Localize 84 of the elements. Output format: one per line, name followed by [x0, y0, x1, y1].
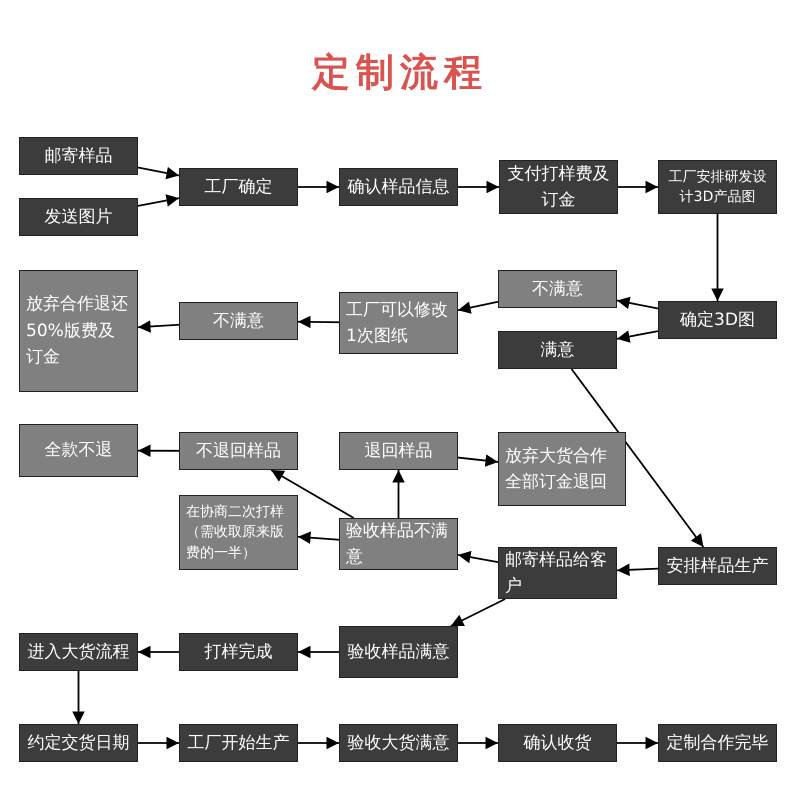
- box-label: 发送图片: [44, 206, 112, 229]
- arrow: [617, 736, 658, 750]
- process-box: [19, 424, 138, 477]
- arrow: [298, 180, 339, 194]
- box-label: 支付打样费及订金: [506, 162, 610, 212]
- process-box: [179, 724, 298, 762]
- process-box: [19, 198, 138, 236]
- arrow: [298, 646, 339, 658]
- box-label: 邮寄样品: [44, 144, 112, 168]
- box-label: 确认收货: [524, 732, 592, 755]
- box-label: 确定3D图: [680, 308, 755, 332]
- arrow: [458, 454, 498, 467]
- box-label: 放弃大货合作全部订金退回: [505, 444, 608, 494]
- arrow: [298, 316, 339, 328]
- process-box: [498, 547, 617, 599]
- arrow: [570, 368, 704, 548]
- arrow: [616, 296, 658, 310]
- process-box: [658, 547, 777, 585]
- process-box: [19, 137, 138, 175]
- process-box: [499, 160, 618, 214]
- box-label: 放弃合作退还50%版费及订金: [26, 293, 129, 370]
- arrow: [138, 444, 179, 458]
- process-box: [19, 633, 138, 671]
- process-box: [339, 626, 458, 678]
- arrow: [616, 564, 658, 576]
- process-box: [339, 518, 458, 570]
- arrow: [392, 470, 405, 518]
- arrow: [458, 550, 498, 564]
- arrow: [450, 598, 506, 627]
- process-box: [339, 292, 458, 354]
- process-box: [658, 301, 777, 339]
- arrow: [298, 531, 340, 544]
- process-box: [498, 432, 626, 506]
- box-label: 邮寄样品给客户: [505, 548, 608, 598]
- process-box: [179, 633, 298, 671]
- arrow: [618, 180, 658, 194]
- box-label: 不满意: [532, 278, 583, 301]
- arrow: [138, 320, 180, 333]
- arrow: [138, 194, 180, 207]
- box-label: 工厂安排研发设计3D产品图: [668, 168, 768, 207]
- process-box: [19, 270, 138, 392]
- process-box: [179, 432, 298, 470]
- box-label: 验收大货满意: [348, 732, 450, 755]
- process-box: [339, 168, 458, 206]
- box-label: 工厂确定: [204, 176, 272, 199]
- box-label: 满意: [540, 338, 574, 362]
- arrow: [458, 736, 498, 750]
- process-box: [19, 724, 138, 762]
- process-box: [658, 160, 777, 214]
- process-box: [179, 495, 298, 570]
- arrow: [270, 469, 354, 519]
- box-label: 全款不退: [44, 439, 112, 462]
- process-box: [339, 724, 458, 762]
- box-label: 进入大货流程: [28, 640, 130, 664]
- arrow: [298, 736, 339, 750]
- arrow: [138, 166, 180, 180]
- arrow: [458, 300, 498, 314]
- box-label: 约定交货日期: [28, 732, 130, 755]
- arrow: [711, 214, 724, 301]
- box-label: 打样完成: [204, 640, 272, 664]
- box-label: 退回样品: [364, 440, 432, 463]
- arrow: [72, 671, 85, 724]
- box-label: 不退回样品: [196, 440, 281, 463]
- title: 定制流程: [310, 49, 489, 96]
- box-label: 定制合作完毕: [666, 732, 768, 755]
- process-box: [498, 724, 617, 762]
- arrow: [138, 646, 179, 658]
- box-label: 不满意: [213, 310, 264, 333]
- box-label: 工厂可以修改1次图纸: [346, 298, 449, 348]
- box-label: 工厂开始生产: [188, 732, 290, 755]
- process-box: [179, 302, 298, 340]
- arrow: [458, 180, 499, 194]
- process-box: [498, 270, 617, 308]
- arrow: [138, 736, 179, 750]
- box-label: 验收样品满意: [348, 640, 450, 664]
- process-box: [339, 432, 458, 470]
- process-box: [658, 724, 777, 762]
- box-label: 确认样品信息: [348, 176, 450, 199]
- box-label: 安排样品生产: [666, 554, 768, 578]
- box-label: 在协商二次打样（需收取原来版费的一半）: [186, 503, 285, 563]
- process-box: [179, 168, 298, 206]
- arrow: [616, 330, 658, 343]
- process-box: [498, 331, 617, 369]
- box-label: 验收样品不满意: [346, 520, 449, 569]
